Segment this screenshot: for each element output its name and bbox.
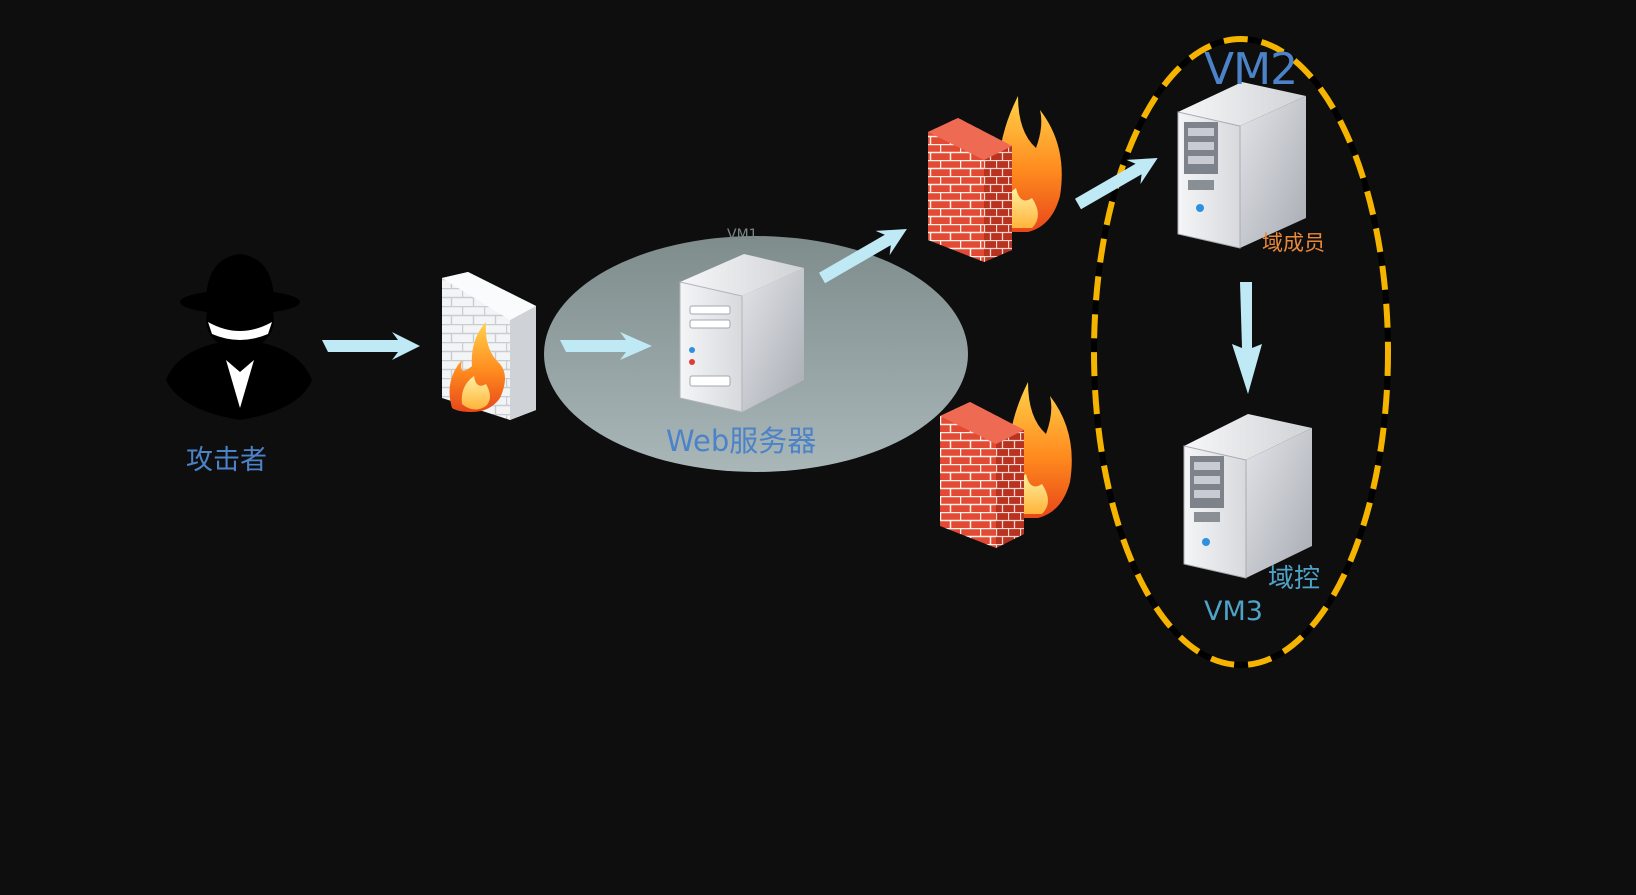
arrow-icon — [322, 332, 420, 360]
vm2-label: VM2 — [1204, 44, 1298, 95]
firewall-icon — [940, 382, 1072, 548]
attacker-label: 攻击者 — [186, 445, 267, 476]
hacker-icon — [166, 254, 312, 420]
vm3-label: VM3 — [1204, 596, 1263, 627]
arrow-icon — [560, 332, 652, 360]
server-icon — [1177, 82, 1306, 249]
firewall-icon — [928, 96, 1062, 262]
domain-member-label: 域成员 — [1262, 231, 1325, 255]
arrow-icon — [1075, 158, 1158, 210]
web-server-label: Web服务器 — [666, 424, 817, 458]
arrow-icon — [1232, 282, 1262, 394]
server-icon — [1183, 414, 1312, 579]
firewall-icon — [442, 272, 536, 420]
domain-controller-label: 域控 — [1268, 564, 1321, 594]
arrow-icon — [819, 229, 907, 284]
vm2-zone — [1091, 36, 1391, 668]
server-icon — [679, 254, 804, 413]
vm1-label: VM1 — [727, 227, 758, 243]
